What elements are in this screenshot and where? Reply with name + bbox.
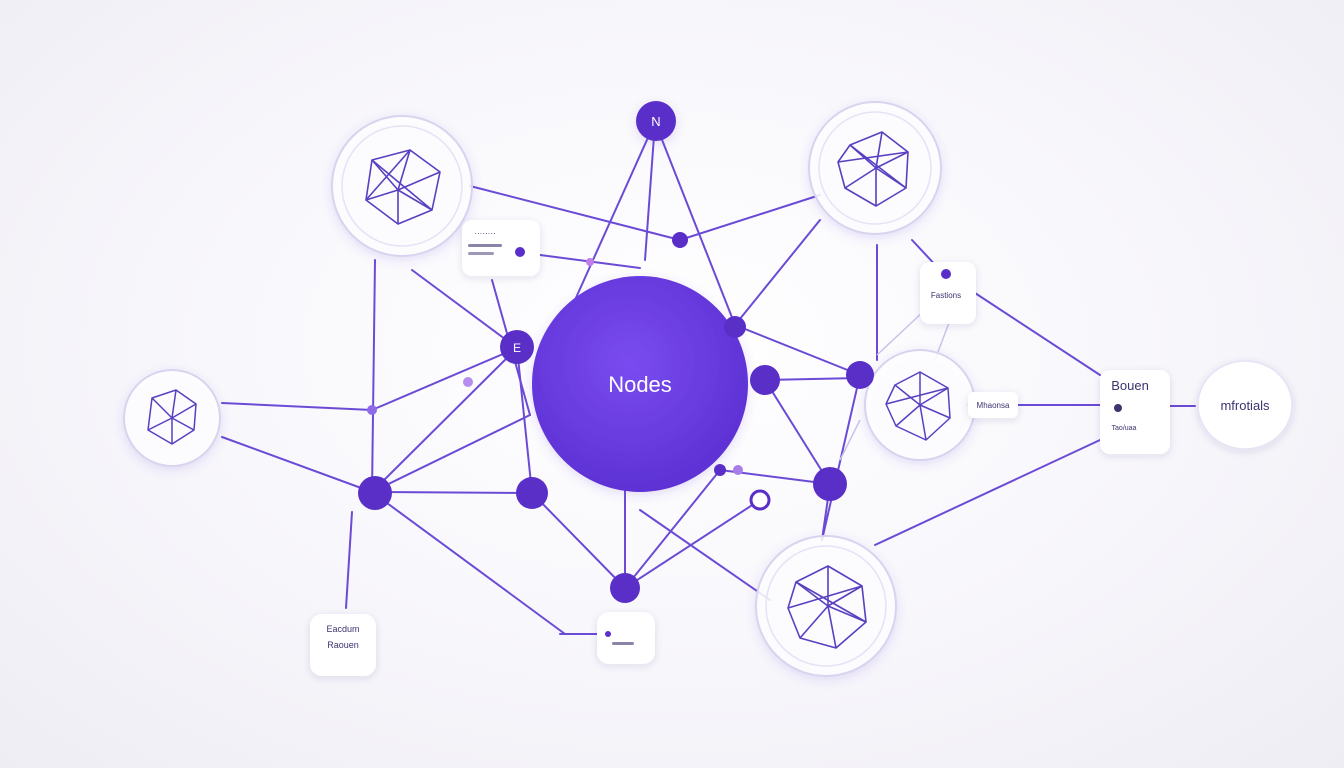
small-node-left[interactable]: E xyxy=(500,330,534,364)
card-caption: Fastions xyxy=(931,291,961,300)
polyhedron-icon xyxy=(365,149,441,225)
card-line xyxy=(612,642,634,645)
edge xyxy=(874,439,1101,546)
card-top-left[interactable]: ········ xyxy=(462,220,540,276)
node[interactable] xyxy=(714,464,726,476)
polyhedron-icon xyxy=(147,389,197,445)
edge xyxy=(371,491,566,635)
far-right-node[interactable]: mfrotials xyxy=(1197,360,1293,450)
edge xyxy=(644,121,656,261)
node[interactable] xyxy=(516,477,548,509)
node[interactable] xyxy=(749,489,771,511)
edge xyxy=(371,414,531,493)
node[interactable] xyxy=(750,365,780,395)
polyhedron-icon xyxy=(837,131,909,207)
polyhedron-node-bottom-right[interactable] xyxy=(755,535,897,677)
edge xyxy=(639,509,771,601)
node[interactable] xyxy=(672,232,688,248)
edge xyxy=(624,469,721,589)
edge xyxy=(624,499,761,589)
polyhedron-node-left[interactable] xyxy=(123,369,221,467)
card-line xyxy=(468,244,502,247)
node[interactable] xyxy=(846,361,874,389)
polyhedron-icon xyxy=(885,371,951,441)
card-caption: ········ xyxy=(474,229,495,238)
card-line xyxy=(468,252,494,255)
node[interactable] xyxy=(813,467,847,501)
edge xyxy=(221,402,373,411)
right-card-label: Bouen xyxy=(1111,378,1149,393)
top-node[interactable]: N xyxy=(636,101,676,141)
edge xyxy=(531,492,626,589)
node[interactable] xyxy=(367,405,377,415)
card-dot xyxy=(605,631,611,637)
small-node-label: E xyxy=(513,341,521,355)
polyhedron-node-top-left[interactable] xyxy=(331,115,473,257)
card-dot xyxy=(515,247,525,257)
hub-label: Nodes xyxy=(608,372,672,397)
edge xyxy=(764,379,831,485)
edge xyxy=(371,347,518,493)
edge xyxy=(734,219,821,326)
card-bottom-center[interactable] xyxy=(597,612,655,664)
polyhedron-node-mid-right[interactable] xyxy=(864,349,976,461)
card-caption: Eacdum xyxy=(326,624,359,634)
edge xyxy=(679,194,821,241)
edge xyxy=(654,121,736,326)
node[interactable] xyxy=(733,465,743,475)
central-hub[interactable]: Nodes xyxy=(532,276,748,492)
edge xyxy=(516,347,533,494)
card-dot xyxy=(1114,404,1122,412)
card-caption: Tao/uaa xyxy=(1112,425,1137,432)
node[interactable] xyxy=(463,377,473,387)
edge xyxy=(371,347,518,411)
edge xyxy=(371,491,533,494)
card-caption: Mhaonsa xyxy=(977,401,1010,410)
connection-lines xyxy=(221,121,1196,635)
card-bottom-left[interactable]: Eacdum Raouen xyxy=(310,614,376,676)
edge xyxy=(411,269,518,349)
edge xyxy=(764,377,861,381)
polyhedron-icon xyxy=(787,565,867,649)
top-node-label: N xyxy=(651,114,660,129)
node[interactable] xyxy=(724,316,746,338)
node[interactable] xyxy=(610,573,640,603)
far-right-label: mfrotials xyxy=(1220,398,1270,413)
node[interactable] xyxy=(586,258,594,266)
edge xyxy=(574,121,656,301)
edge xyxy=(974,292,1101,376)
edge xyxy=(876,309,926,356)
card-caption: Raouen xyxy=(327,640,359,650)
card-right-upper[interactable]: Fastions xyxy=(920,262,976,324)
edge xyxy=(371,259,376,493)
edge xyxy=(734,324,861,376)
polyhedron-node-top-right[interactable] xyxy=(808,101,942,235)
edge xyxy=(839,419,861,461)
edge xyxy=(221,436,373,493)
node[interactable] xyxy=(358,476,392,510)
edge xyxy=(469,185,681,241)
card-mid-right[interactable]: Mhaonsa xyxy=(968,392,1018,418)
edge xyxy=(345,511,353,609)
card-dot xyxy=(941,269,951,279)
card-right[interactable]: Bouen Tao/uaa xyxy=(1100,370,1170,454)
